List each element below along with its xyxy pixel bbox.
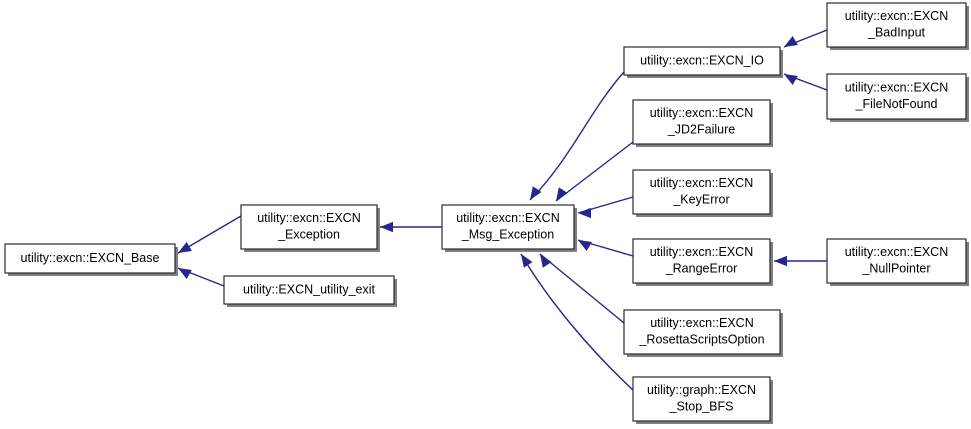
edge-stopbfs-to-msgexception-line: [520, 253, 634, 391]
edge-keyerror-to-msgexception: [577, 196, 634, 219]
node-excn_exception-label-line-0: utility::excn::EXCN: [257, 211, 361, 225]
node-excn_badinput-label-line-0: utility::excn::EXCN: [845, 9, 949, 23]
node-excn_exception-label-line-1: _Exception: [277, 228, 340, 242]
node-excn_rosettascriptsoption-label-line-0: utility::excn::EXCN: [650, 316, 754, 330]
node-excn_msg_exception-box[interactable]: [441, 204, 575, 250]
edge-badinput-to-io: [783, 29, 828, 48]
edge-io-to-msgexception-line: [529, 71, 625, 201]
edge-filenotfound-to-io-arrowhead-icon: [784, 74, 798, 86]
edge-rosetta-to-msgexception-arrowhead-icon: [540, 254, 552, 268]
edge-stopbfs-to-msgexception: [520, 253, 634, 391]
node-excn_base-label-line-0: utility::excn::EXCN_Base: [21, 251, 160, 265]
node-excn_rangeerror-box[interactable]: [632, 238, 771, 284]
node-excn_io[interactable]: utility::excn::EXCN_IO: [623, 46, 783, 78]
edge-exception-to-base-arrowhead-icon: [178, 241, 192, 253]
node-excn_rosettascriptsoption-box[interactable]: [623, 309, 781, 355]
node-excn_rosettascriptsoption[interactable]: utility::excn::EXCN_RosettaScriptsOption: [623, 309, 783, 357]
edge-nullpointer-to-rangeerror: [774, 255, 827, 267]
node-excn_keyerror-box[interactable]: [632, 169, 771, 215]
edges-layer: [177, 29, 828, 391]
node-excn_rosettascriptsoption-label-line-1: _RosettaScriptsOption: [638, 333, 764, 347]
node-excn_badinput-box[interactable]: [826, 2, 967, 48]
edge-utilityexit-to-base: [177, 267, 225, 287]
node-excn_filenotfound[interactable]: utility::excn::EXCN_FileNotFound: [826, 73, 969, 122]
edge-keyerror-to-msgexception-arrowhead-icon: [578, 207, 591, 219]
edge-utilityexit-to-base-arrowhead-icon: [178, 268, 192, 280]
edge-msgexception-to-exception: [380, 221, 442, 233]
node-excn_badinput[interactable]: utility::excn::EXCN_BadInput: [826, 2, 969, 50]
node-excn_utility_exit[interactable]: utility::EXCN_utility_exit: [223, 275, 397, 307]
nodes-layer: utility::excn::EXCN_Baseutility::excn::E…: [4, 2, 969, 424]
node-excn_filenotfound-label-line-1: _FileNotFound: [855, 97, 938, 111]
node-excn_base[interactable]: utility::excn::EXCN_Base: [4, 243, 178, 276]
node-excn_jd2failure-box[interactable]: [632, 99, 771, 145]
node-excn_filenotfound-box[interactable]: [826, 73, 967, 120]
edge-io-to-msgexception: [529, 71, 625, 201]
node-excn_stop_bfs[interactable]: utility::graph::EXCN_Stop_BFS: [632, 376, 773, 424]
node-excn_msg_exception-label-line-0: utility::excn::EXCN: [456, 211, 560, 225]
edge-rosetta-to-msgexception: [539, 253, 625, 324]
node-excn_keyerror-label-line-1: _KeyError: [672, 193, 729, 207]
node-excn_keyerror-label-line-0: utility::excn::EXCN: [650, 176, 754, 190]
node-excn_utility_exit-box[interactable]: [223, 275, 395, 305]
edge-rangeerror-to-msgexception-arrowhead-icon: [578, 240, 592, 252]
node-excn_keyerror[interactable]: utility::excn::EXCN_KeyError: [632, 169, 773, 217]
edge-rosetta-to-msgexception-line: [539, 253, 625, 324]
node-excn_rangeerror-label-line-0: utility::excn::EXCN: [650, 245, 754, 259]
node-excn_rangeerror[interactable]: utility::excn::EXCN_RangeError: [632, 238, 773, 286]
node-excn_jd2failure-label-line-0: utility::excn::EXCN: [650, 106, 754, 120]
node-excn_stop_bfs-box[interactable]: [632, 376, 771, 422]
node-excn_badinput-label-line-1: _BadInput: [867, 26, 926, 40]
edge-jd2failure-to-msgexception-arrowhead-icon: [556, 187, 568, 201]
edge-badinput-to-io-arrowhead-icon: [784, 35, 798, 47]
edge-msgexception-to-exception-arrowhead-icon: [380, 221, 393, 233]
node-excn_io-label-line-0: utility::excn::EXCN_IO: [640, 53, 764, 67]
edge-stopbfs-to-msgexception-arrowhead-icon: [521, 254, 533, 268]
edge-rangeerror-to-msgexception: [577, 239, 634, 257]
edge-exception-to-base: [177, 215, 242, 254]
node-excn_jd2failure[interactable]: utility::excn::EXCN_JD2Failure: [632, 99, 773, 147]
node-excn_stop_bfs-label-line-1: _Stop_BFS: [669, 400, 734, 414]
node-excn_stop_bfs-label-line-0: utility::graph::EXCN: [647, 383, 756, 397]
edge-filenotfound-to-io: [783, 73, 828, 91]
node-excn_jd2failure-label-line-1: _JD2Failure: [667, 123, 735, 137]
node-excn_exception[interactable]: utility::excn::EXCN_Exception: [240, 204, 380, 252]
node-excn_msg_exception[interactable]: utility::excn::EXCN_Msg_Exception: [441, 204, 577, 252]
node-excn_io-box[interactable]: [623, 46, 781, 76]
node-excn_base-box[interactable]: [4, 243, 176, 274]
node-excn_msg_exception-label-line-1: _Msg_Exception: [461, 228, 554, 242]
node-excn_nullpointer-label-line-0: utility::excn::EXCN: [845, 245, 949, 259]
edge-jd2failure-to-msgexception-line: [555, 141, 634, 202]
node-excn_nullpointer[interactable]: utility::excn::EXCN_NullPointer: [826, 238, 969, 286]
edge-nullpointer-to-rangeerror-arrowhead-icon: [774, 255, 787, 267]
node-excn_nullpointer-box[interactable]: [826, 238, 967, 284]
edge-jd2failure-to-msgexception: [555, 141, 634, 202]
node-excn_rangeerror-label-line-1: _RangeError: [665, 262, 738, 276]
node-excn_filenotfound-label-line-0: utility::excn::EXCN: [845, 81, 949, 95]
edge-io-to-msgexception-arrowhead-icon: [530, 186, 542, 200]
node-excn_utility_exit-label-line-0: utility::EXCN_utility_exit: [243, 282, 376, 296]
node-excn_nullpointer-label-line-1: _NullPointer: [861, 262, 930, 276]
node-excn_exception-box[interactable]: [240, 204, 378, 250]
